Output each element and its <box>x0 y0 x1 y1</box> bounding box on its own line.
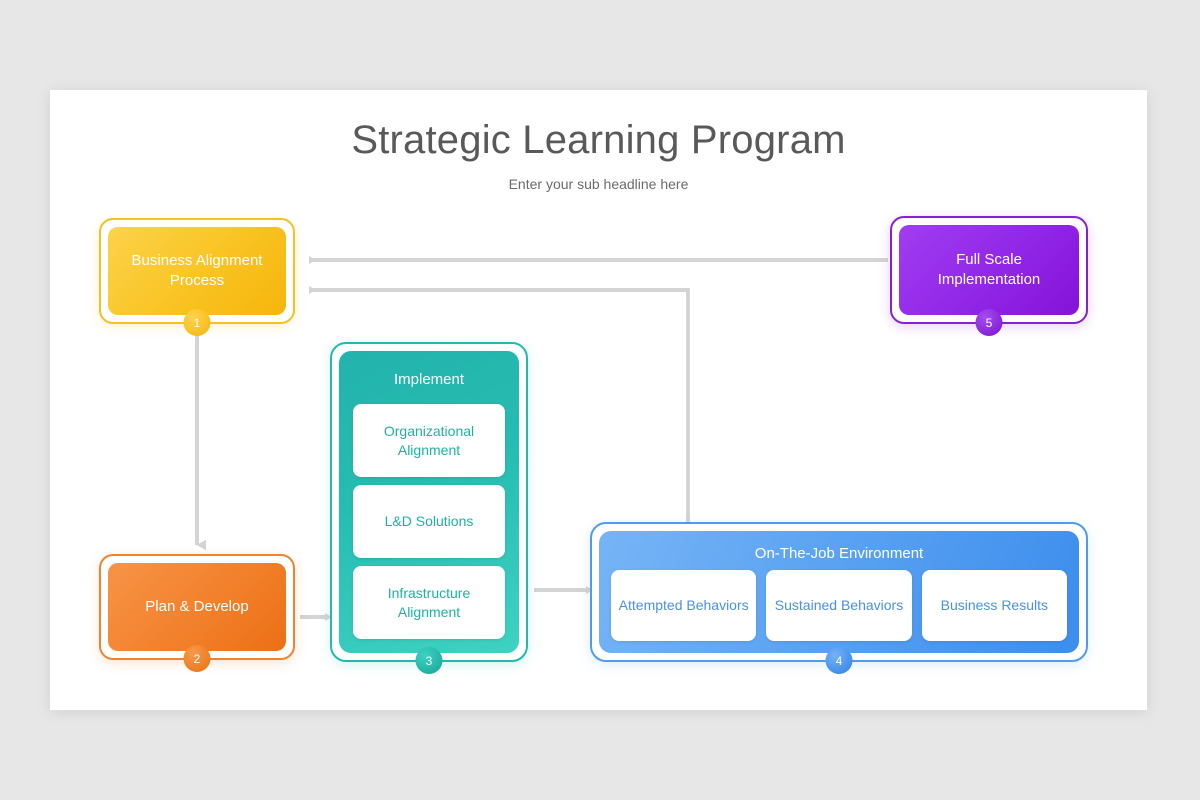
node-plan-develop[interactable]: Plan & Develop 2 <box>99 554 295 672</box>
node-plan-develop-label: Plan & Develop <box>108 563 286 651</box>
badge-5: 5 <box>975 309 1003 336</box>
on-the-job-title: On-The-Job Environment <box>754 545 924 562</box>
on-the-job-item-attempted-behaviors[interactable]: Attempted Behaviors <box>611 570 757 641</box>
node-on-the-job-environment[interactable]: On-The-Job Environment Attempted Behavio… <box>590 522 1088 674</box>
badge-1: 1 <box>183 309 211 336</box>
implement-item-infrastructure-alignment[interactable]: Infrastructure Alignment <box>353 566 505 639</box>
implement-title: Implement <box>393 371 465 388</box>
badge-3: 3 <box>415 647 443 674</box>
badge-4: 4 <box>825 647 853 674</box>
node-full-scale-label: Full Scale Implementation <box>899 225 1079 315</box>
on-the-job-items: Attempted Behaviors Sustained Behaviors … <box>611 570 1067 641</box>
page-subtitle: Enter your sub headline here <box>508 176 689 192</box>
badge-2: 2 <box>183 645 211 672</box>
implement-item-organizational-alignment[interactable]: Organizational Alignment <box>353 404 505 477</box>
node-implement[interactable]: Implement Organizational Alignment L&D S… <box>330 342 528 674</box>
node-full-scale-implementation[interactable]: Full Scale Implementation 5 <box>890 216 1088 336</box>
node-business-alignment-process[interactable]: Business Alignment Process 1 <box>99 218 295 336</box>
implement-panel: Implement Organizational Alignment L&D S… <box>339 351 519 653</box>
on-the-job-item-sustained-behaviors[interactable]: Sustained Behaviors <box>766 570 912 641</box>
page-title: Strategic Learning Program <box>351 118 846 162</box>
on-the-job-item-business-results[interactable]: Business Results <box>921 570 1067 641</box>
slide-canvas: Strategic Learning Program Enter your su… <box>50 90 1147 710</box>
implement-item-ld-solutions[interactable]: L&D Solutions <box>353 485 505 558</box>
on-the-job-panel: On-The-Job Environment Attempted Behavio… <box>599 531 1079 653</box>
node-business-alignment-label: Business Alignment Process <box>108 227 286 315</box>
